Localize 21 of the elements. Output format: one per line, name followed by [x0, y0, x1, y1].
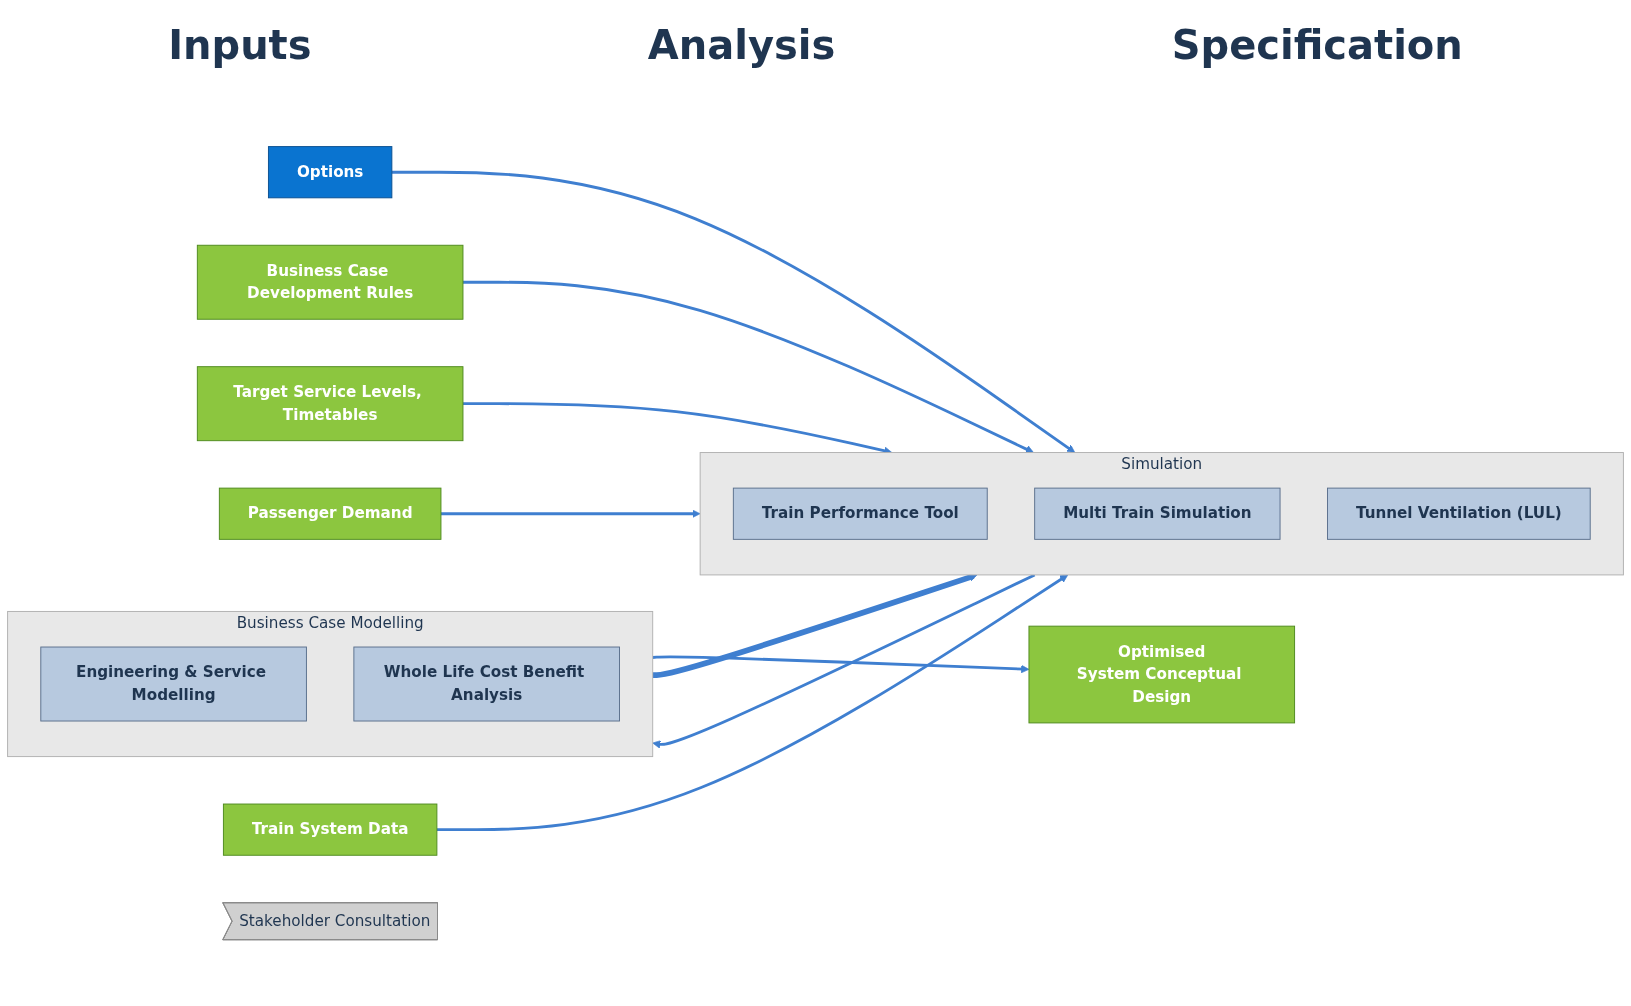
node-box: Optimised System Conceptual Design [1028, 625, 1296, 724]
node-box: Options [267, 145, 393, 199]
node-box: Train Performance Tool [732, 487, 988, 540]
node-box: Train System Data [222, 803, 438, 856]
node-box: Business Case Development Rules [196, 244, 464, 320]
node-box: Tunnel Ventilation (LUL) [1327, 487, 1591, 540]
arrow [391, 170, 1076, 453]
arrow [652, 573, 978, 678]
column-heading: Specification [1171, 22, 1463, 68]
arrow [436, 574, 1069, 831]
arrow [652, 655, 1030, 674]
column-heading: Analysis [647, 22, 836, 68]
node-box: Target Service Levels, Timetables [196, 366, 464, 441]
arrow [462, 280, 1034, 453]
column-heading: Inputs [168, 22, 312, 68]
arrow [652, 573, 1036, 749]
node-box: Engineering & Service Modelling [40, 646, 307, 722]
node-box: Passenger Demand [218, 487, 442, 540]
node-box: Multi Train Simulation [1034, 487, 1281, 540]
arrow [440, 509, 701, 518]
node-box: Whole Life Cost Benefit Analysis [353, 646, 620, 722]
